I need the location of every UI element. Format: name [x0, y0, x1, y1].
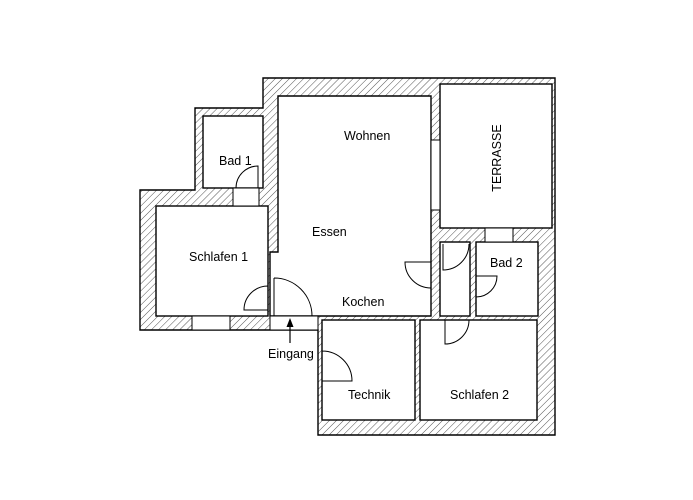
- window-bad-1-south: [232, 187, 260, 207]
- window-flur-top: [484, 227, 514, 243]
- label-bad-1: Bad 1: [219, 154, 252, 168]
- room-bad-2: [475, 241, 539, 317]
- window-wohnen-east: [430, 139, 441, 211]
- door-technik: [321, 345, 353, 382]
- label-schlafen-1: Schlafen 1: [189, 250, 248, 264]
- door-entrance: [273, 277, 313, 317]
- room-schlafen-2: [419, 319, 538, 421]
- room-flur: [439, 241, 471, 317]
- label-schlafen-2: Schlafen 2: [450, 388, 509, 402]
- door-flur: [442, 243, 470, 271]
- door-wohnen-east: [404, 261, 432, 289]
- label-terrasse: TERRASSE: [490, 124, 504, 191]
- door-schlafen-1: [243, 285, 269, 311]
- rooms: [155, 83, 553, 421]
- entrance-arrow: [286, 318, 294, 343]
- door-bad-1: [235, 165, 259, 189]
- room-bad-1: [202, 115, 264, 189]
- label-technik: Technik: [348, 388, 391, 402]
- label-bad-2: Bad 2: [490, 256, 523, 270]
- window-entrance: [269, 315, 319, 331]
- label-eingang: Eingang: [268, 347, 314, 361]
- room-terrasse: [439, 83, 553, 229]
- room-technik: [321, 319, 416, 421]
- door-schlafen-2: [444, 319, 470, 345]
- label-kochen: Kochen: [342, 295, 384, 309]
- label-wohnen: Wohnen: [344, 129, 390, 143]
- window-schlafen-1-south: [191, 315, 231, 331]
- windows: [191, 139, 514, 331]
- doors: [235, 165, 498, 382]
- door-bad-2: [475, 275, 498, 298]
- label-essen: Essen: [312, 225, 347, 239]
